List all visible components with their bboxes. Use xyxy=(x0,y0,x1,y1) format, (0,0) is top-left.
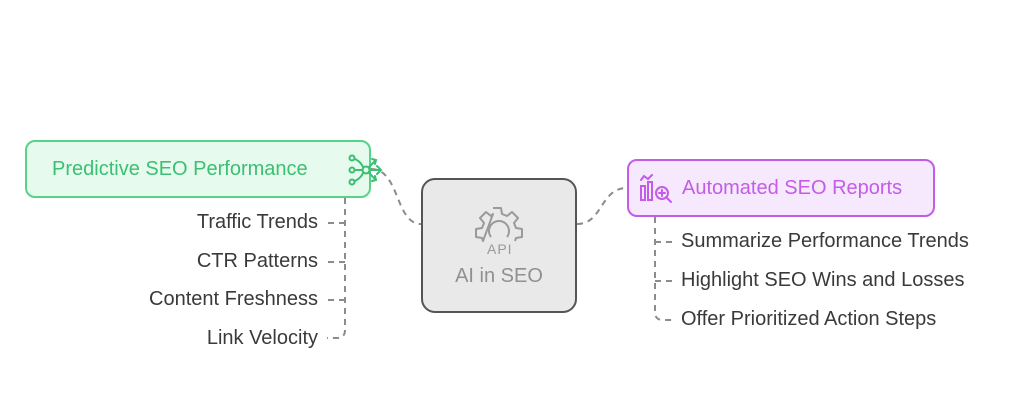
ai-in-seo-node[interactable]: API AI in SEO xyxy=(421,178,577,313)
right-item-summarize-performance-trends[interactable]: Summarize Performance Trends xyxy=(681,230,969,252)
predictive-seo-performance-label: Predictive SEO Performance xyxy=(52,157,308,180)
left-item-traffic-trends[interactable]: Traffic Trends xyxy=(196,211,318,233)
ai-in-seo-label: AI in SEO xyxy=(455,264,543,287)
gear-api-icon: API xyxy=(471,204,527,261)
left-item-ctr-patterns[interactable]: CTR Patterns xyxy=(196,250,318,272)
svg-text:API: API xyxy=(487,241,513,256)
left-item-content-freshness[interactable]: Content Freshness xyxy=(149,288,318,310)
flow-arrows-icon xyxy=(348,153,386,193)
right-item-offer-prioritized-action-steps[interactable]: Offer Prioritized Action Steps xyxy=(681,308,937,330)
automated-seo-reports-label: Automated SEO Reports xyxy=(682,176,903,199)
predictive-seo-performance-node[interactable]: Predictive SEO Performance xyxy=(25,140,383,198)
automated-seo-reports-node[interactable]: Automated SEO Reports xyxy=(627,159,935,217)
right-item-highlight-seo-wins-losses[interactable]: Highlight SEO Wins and Losses xyxy=(681,269,965,291)
left-item-link-velocity[interactable]: Link Velocity xyxy=(206,327,318,349)
chart-search-icon xyxy=(639,174,673,210)
